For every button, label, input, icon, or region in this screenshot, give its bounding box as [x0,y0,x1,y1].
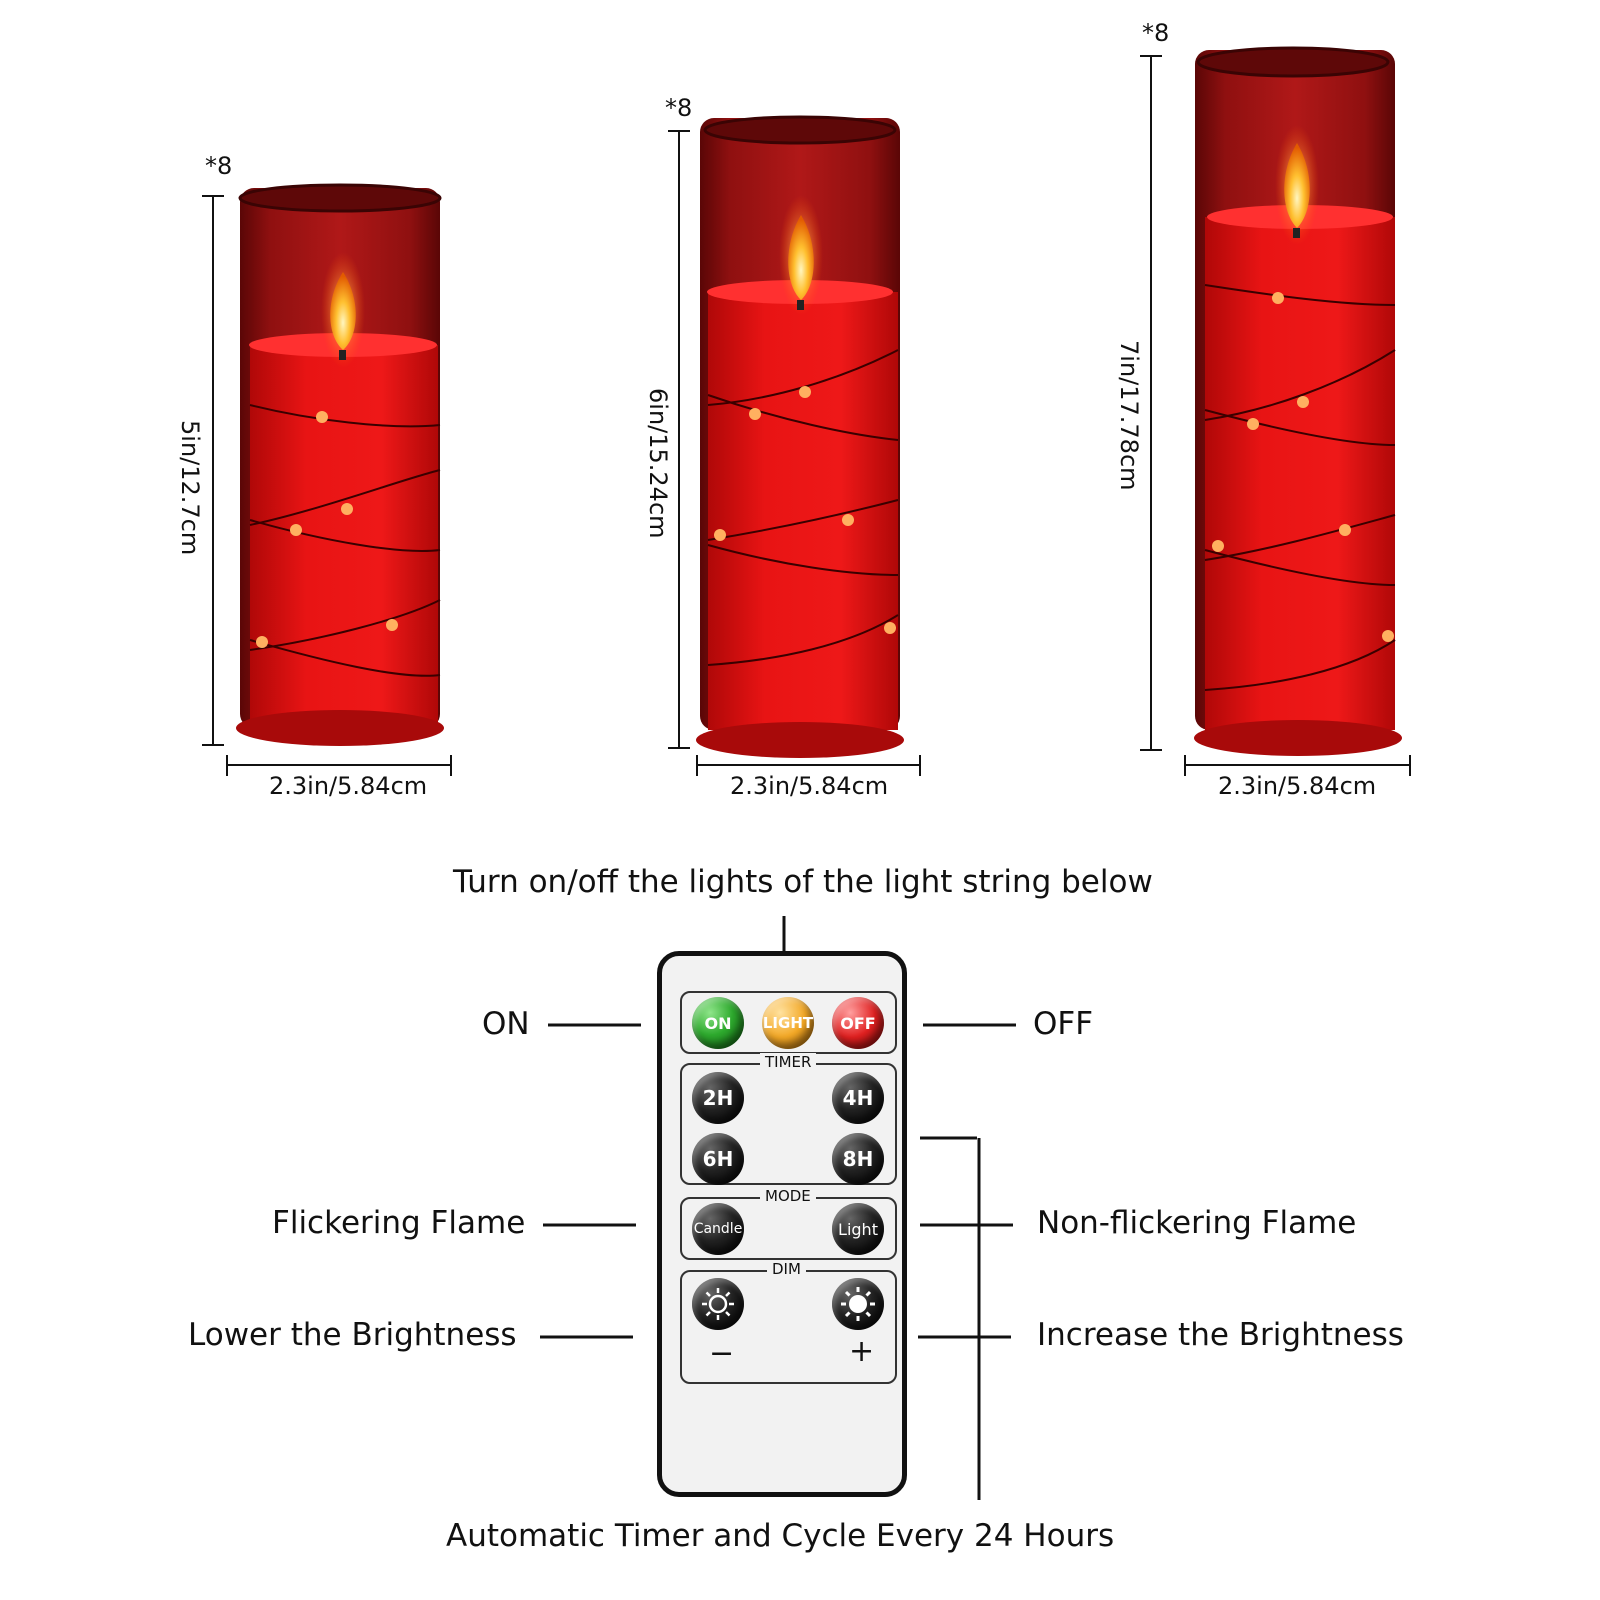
quantity-label-large: *8 [1142,19,1170,47]
callout-off: OFF [1033,1006,1094,1042]
candle-medium [696,115,904,758]
height-label-small: 5in/12.7cm [176,420,204,556]
candle-small [236,183,444,746]
callout-flickering-flame: Flickering Flame [272,1205,526,1241]
off-button[interactable]: OFF [832,997,884,1049]
callout-lines [540,916,1016,1500]
callout-lower-brightness: Lower the Brightness [188,1317,517,1353]
timer-group: TIMER 2H 4H 6H 8H [680,1053,897,1185]
quantity-label-medium: *8 [665,94,693,122]
callout-bottom: Automatic Timer and Cycle Every 24 Hours [446,1518,1115,1554]
minus-sign: − [709,1336,735,1371]
dim-group: DIM − [680,1260,897,1384]
plus-sign: + [849,1334,875,1369]
callout-on: ON [482,1006,530,1042]
timer-6h-button[interactable]: 6H [692,1133,744,1185]
mode-group: MODE Candle Light [680,1187,897,1260]
power-group: ON LIGHT OFF [680,991,897,1054]
callout-increase-brightness: Increase the Brightness [1037,1317,1404,1353]
dim-title: DIM [767,1260,806,1278]
timer-2h-button[interactable]: 2H [692,1072,744,1124]
dim-down-button[interactable] [692,1278,744,1330]
quantity-label-small: *8 [205,152,233,180]
light-button[interactable]: LIGHT [762,997,814,1049]
timer-4h-button[interactable]: 4H [832,1072,884,1124]
candle-large [1194,46,1402,756]
timer-title: TIMER [760,1053,817,1071]
sun-filled-icon [841,1287,875,1321]
mode-title: MODE [760,1187,816,1205]
dimension-lines [202,55,1411,776]
callout-non-flickering-flame: Non-flickering Flame [1037,1205,1357,1241]
height-label-medium: 6in/15.24cm [644,388,672,539]
width-label-large: 2.3in/5.84cm [1218,772,1377,800]
timer-8h-button[interactable]: 8H [832,1133,884,1185]
sun-outline-icon [702,1288,734,1320]
dim-up-button[interactable] [832,1278,884,1330]
height-label-large: 7in/17.78cm [1115,340,1143,491]
width-label-medium: 2.3in/5.84cm [730,772,889,800]
light-mode-button[interactable]: Light [832,1203,884,1255]
on-button[interactable]: ON [692,997,744,1049]
candle-mode-button[interactable]: Candle [692,1203,744,1255]
callout-top: Turn on/off the lights of the light stri… [453,864,1153,900]
width-label-small: 2.3in/5.84cm [269,772,428,800]
remote-control: ON LIGHT OFF TIMER 2H 4H 6H 8H MODE Cand… [657,951,907,1497]
